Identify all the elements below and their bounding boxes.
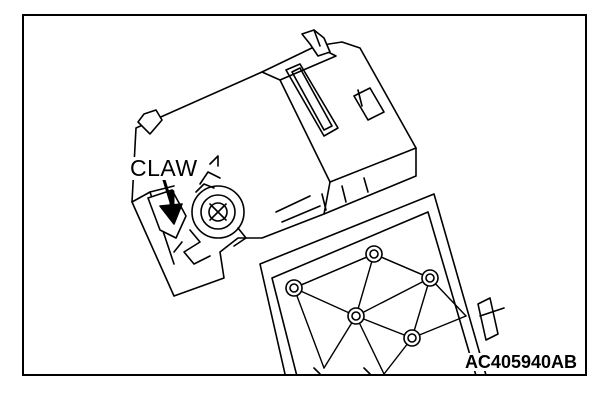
illustration-frame: CLAW AC405940AB xyxy=(22,14,587,376)
grid-bosses xyxy=(285,245,439,347)
socket-assembly xyxy=(147,171,247,265)
technical-illustration xyxy=(131,29,505,374)
claw-callout xyxy=(159,155,219,225)
figure-id: AC405940AB xyxy=(462,352,579,372)
claw-label: CLAW xyxy=(128,155,200,181)
grid-panel xyxy=(259,193,505,374)
